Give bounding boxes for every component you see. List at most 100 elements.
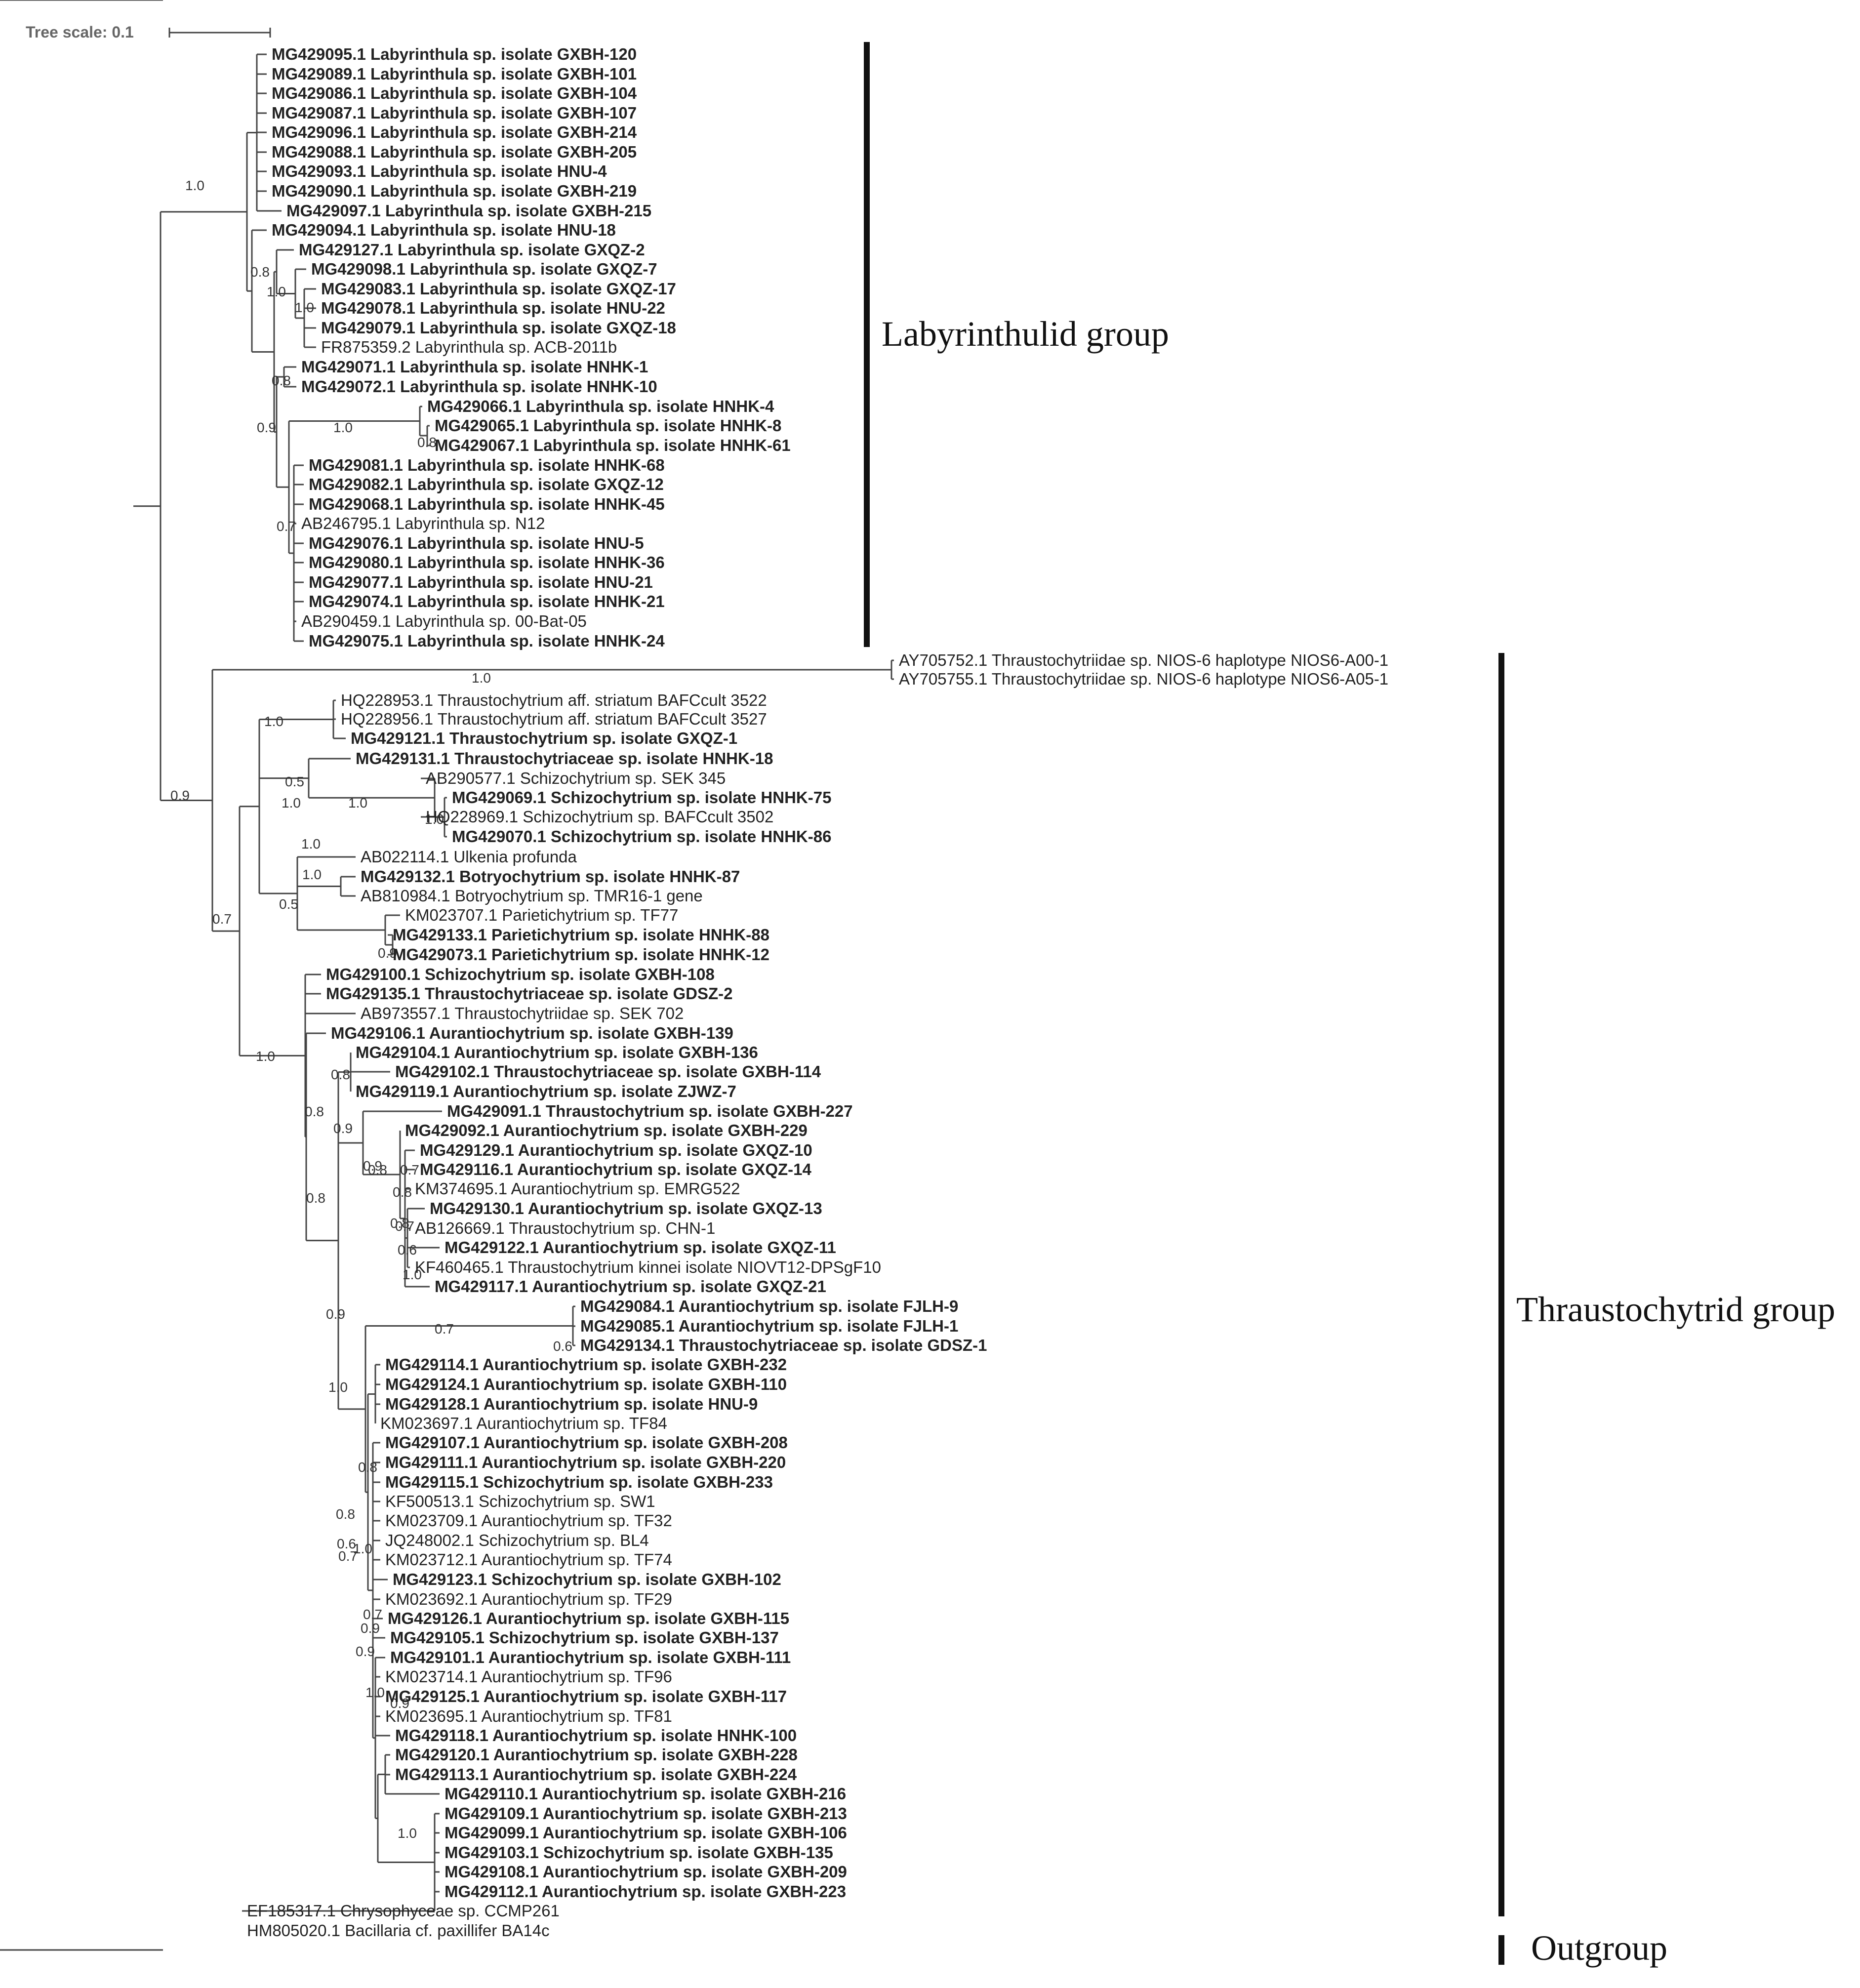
leaf-label: MG429066.1 Labyrinthula sp. isolate HNHK…	[427, 397, 774, 415]
support-value: 0.6	[337, 1536, 356, 1551]
leaf-label: MG429102.1 Thraustochytriaceae sp. isola…	[395, 1062, 821, 1081]
leaf-label: MG429068.1 Labyrinthula sp. isolate HNHK…	[309, 495, 665, 513]
support-value: 0.7	[338, 1548, 358, 1564]
leaf-label: MG429113.1 Aurantiochytrium sp. isolate …	[395, 1765, 797, 1784]
leaf-label: AB126669.1 Thraustochytrium sp. CHN-1	[415, 1219, 715, 1237]
leaf-label: HQ228969.1 Schizochytrium sp. BAFCcult 3…	[426, 808, 773, 826]
support-value: 1.0	[348, 795, 367, 811]
support-value: 0.6	[553, 1339, 572, 1354]
leaf-label: MG429131.1 Thraustochytriaceae sp. isola…	[356, 749, 773, 768]
support-value: 0.5	[279, 896, 298, 912]
support-value: 1.0	[256, 1049, 275, 1064]
leaf-label: MG429090.1 Labyrinthula sp. isolate GXBH…	[272, 182, 637, 200]
support-value: 1.0	[302, 867, 322, 882]
leaf-label: MG429108.1 Aurantiochytrium sp. isolate …	[445, 1863, 847, 1881]
leaf-label: MG429134.1 Thraustochytriaceae sp. isola…	[580, 1336, 987, 1354]
support-value: 0.9	[390, 1696, 409, 1711]
tree-branches	[0, 0, 894, 1951]
support-value: 1.0	[282, 795, 301, 811]
support-value: 1.0	[333, 420, 353, 435]
leaf-label: MG429081.1 Labyrinthula sp. isolate HNHK…	[309, 456, 665, 474]
leaf-label: MG429123.1 Schizochytrium sp. isolate GX…	[393, 1570, 781, 1588]
leaf-label: MG429128.1 Aurantiochytrium sp. isolate …	[385, 1395, 758, 1413]
support-value: 1.0	[185, 178, 204, 193]
support-value: 0.6	[398, 1242, 417, 1258]
leaf-label: MG429092.1 Aurantiochytrium sp. isolate …	[405, 1121, 808, 1139]
leaf-label: MG429100.1 Schizochytrium sp. isolate GX…	[326, 965, 715, 983]
leaf-label: MG429104.1 Aurantiochytrium sp. isolate …	[356, 1043, 758, 1061]
support-value: 1.0	[353, 1541, 372, 1556]
leaf-label: AB290459.1 Labyrinthula sp. 00-Bat-05	[301, 612, 587, 630]
support-value: 0.8	[272, 373, 291, 388]
support-value: 1.0	[264, 714, 283, 729]
support-value: 0.8	[393, 1184, 412, 1200]
leaf-label: MG429087.1 Labyrinthula sp. isolate GXBH…	[272, 104, 637, 122]
leaf-label: KM023697.1 Aurantiochytrium sp. TF84	[380, 1414, 667, 1432]
support-value: 0.8	[250, 264, 270, 280]
leaf-label: MG429110.1 Aurantiochytrium sp. isolate …	[445, 1785, 846, 1803]
leaf-label: MG429098.1 Labyrinthula sp. isolate GXQZ…	[311, 260, 657, 278]
leaf-label: KM023692.1 Aurantiochytrium sp. TF29	[385, 1590, 672, 1608]
leaf-label: MG429127.1 Labyrinthula sp. isolate GXQZ…	[299, 241, 645, 259]
leaf-label: MG429088.1 Labyrinthula sp. isolate GXBH…	[272, 143, 637, 161]
support-value: 0.7	[395, 1218, 414, 1234]
support-value: 0.9	[378, 945, 397, 961]
leaf-label: KF460465.1 Thraustochytrium kinnei isola…	[415, 1258, 881, 1276]
leaf-label: KM023712.1 Aurantiochytrium sp. TF74	[385, 1550, 672, 1569]
leaf-label: MG429105.1 Schizochytrium sp. isolate GX…	[390, 1628, 779, 1647]
leaf-label: MG429099.1 Aurantiochytrium sp. isolate …	[445, 1824, 847, 1842]
leaf-label: MG429133.1 Parietichytrium sp. isolate H…	[393, 926, 769, 944]
leaf-label: AB246795.1 Labyrinthula sp. N12	[301, 514, 545, 532]
leaf-label: MG429071.1 Labyrinthula sp. isolate HNHK…	[301, 358, 648, 376]
leaf-label: MG429083.1 Labyrinthula sp. isolate GXQZ…	[321, 280, 676, 298]
support-value: 1.0	[365, 1685, 385, 1700]
leaf-label: KM023695.1 Aurantiochytrium sp. TF81	[385, 1707, 672, 1725]
tree-scale-label: Tree scale: 0.1	[26, 23, 134, 41]
support-value: 0.7	[435, 1321, 454, 1337]
tree-scale: Tree scale: 0.1	[26, 23, 271, 41]
support-value: 1.0	[403, 1267, 422, 1282]
support-value: 0.9	[326, 1306, 345, 1322]
leaf-label: MG429082.1 Labyrinthula sp. isolate GXQZ…	[309, 475, 664, 493]
leaf-label: MG429065.1 Labyrinthula sp. isolate HNHK…	[435, 416, 781, 435]
leaf-label: MG429119.1 Aurantiochytrium sp. isolate …	[356, 1082, 736, 1100]
leaf-label: FR875359.2 Labyrinthula sp. ACB-2011b	[321, 338, 617, 356]
leaf-label: AB290577.1 Schizochytrium sp. SEK 345	[426, 769, 726, 787]
leaf-label: MG429078.1 Labyrinthula sp. isolate HNU-…	[321, 299, 665, 317]
leaf-label: MG429107.1 Aurantiochytrium sp. isolate …	[385, 1433, 788, 1452]
support-value: 1.0	[295, 300, 314, 315]
support-value: 0.8	[417, 435, 437, 450]
leaf-label: AB810984.1 Botryochytrium sp. TMR16-1 ge…	[361, 887, 703, 905]
leaf-label: MG429116.1 Aurantiochytrium sp. isolate …	[420, 1160, 812, 1178]
leaf-label: MG429072.1 Labyrinthula sp. isolate HNHK…	[301, 377, 657, 396]
leaf-label: MG429095.1 Labyrinthula sp. isolate GXBH…	[272, 45, 637, 63]
leaf-label: MG429124.1 Aurantiochytrium sp. isolate …	[385, 1375, 787, 1393]
leaf-label: MG429129.1 Aurantiochytrium sp. isolate …	[420, 1141, 812, 1159]
support-value: 0.8	[390, 1216, 409, 1231]
leaf-label: MG429101.1 Aurantiochytrium sp. isolate …	[390, 1648, 791, 1666]
leaf-label: AY705752.1 Thraustochytriidae sp. NIOS-6…	[899, 651, 1388, 669]
support-value: 1.0	[425, 811, 444, 827]
group-label: Labyrinthulid group	[882, 314, 1169, 354]
group-label: Thraustochytrid group	[1516, 1290, 1835, 1329]
leaf-label: MG429067.1 Labyrinthula sp. isolate HNHK…	[435, 436, 791, 454]
leaf-label: MG429073.1 Parietichytrium sp. isolate H…	[393, 945, 769, 964]
support-value: 0.8	[358, 1460, 377, 1475]
leaf-label: MG429096.1 Labyrinthula sp. isolate GXBH…	[272, 123, 637, 141]
leaf-labels: MG429095.1 Labyrinthula sp. isolate GXBH…	[247, 45, 1388, 1940]
leaf-label: KM374695.1 Aurantiochytrium sp. EMRG522	[415, 1179, 740, 1198]
leaf-label: JQ248002.1 Schizochytrium sp. BL4	[385, 1531, 649, 1549]
leaf-label: MG429086.1 Labyrinthula sp. isolate GXBH…	[272, 84, 637, 102]
leaf-label: MG429135.1 Thraustochytriaceae sp. isola…	[326, 984, 733, 1003]
leaf-label: MG429093.1 Labyrinthula sp. isolate HNU-…	[272, 162, 607, 180]
support-value: 0.7	[363, 1607, 382, 1622]
leaf-label: MG429122.1 Aurantiochytrium sp. isolate …	[445, 1238, 836, 1257]
support-value: 0.9	[363, 1158, 382, 1174]
support-value: 0.7	[400, 1162, 419, 1177]
leaf-label: AY705755.1 Thraustochytriidae sp. NIOS-6…	[899, 670, 1388, 688]
leaf-label: MG429077.1 Labyrinthula sp. isolate HNU-…	[309, 573, 653, 591]
support-value: 0.9	[170, 788, 190, 803]
leaf-label: KF500513.1 Schizochytrium sp. SW1	[385, 1492, 655, 1510]
leaf-label: MG429132.1 Botryochytrium sp. isolate HN…	[361, 867, 740, 886]
